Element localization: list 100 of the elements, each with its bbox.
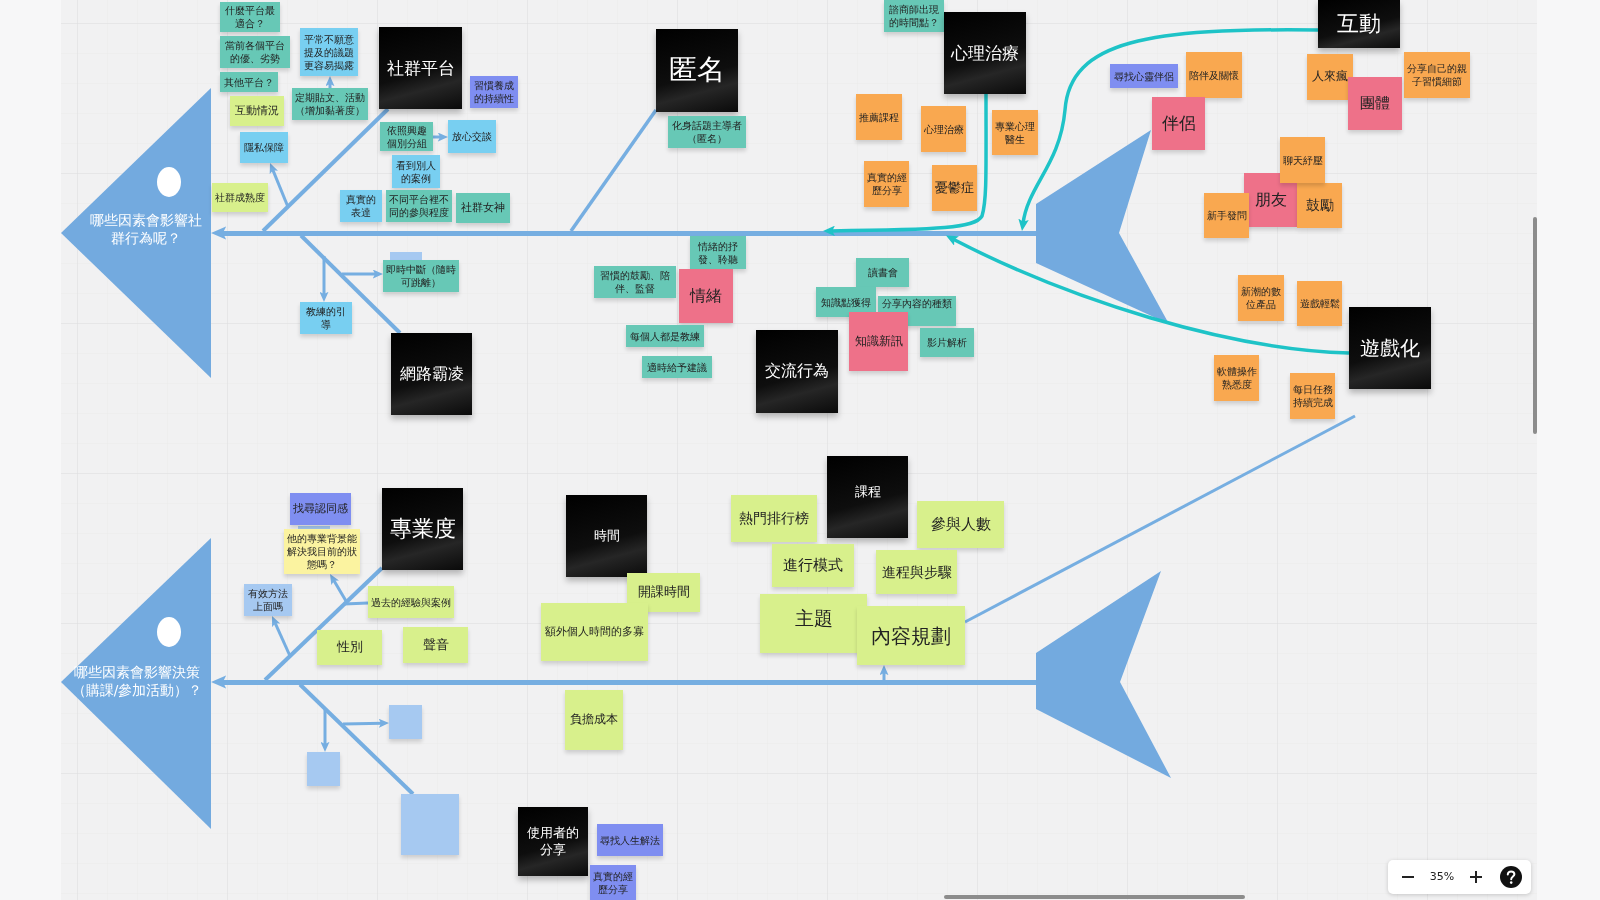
sticky-note: 時間 — [566, 495, 647, 577]
sticky-note: 不同平台裡不同的參與程度 — [386, 190, 452, 222]
sticky-note: 聊天紓壓 — [1280, 137, 1325, 183]
sticky-note: 進程與步驟 — [876, 550, 957, 594]
sticky-note: 匿名 — [656, 29, 738, 112]
sticky-note: 習慣養成的持續性 — [470, 76, 518, 108]
sticky-note: 互動情況 — [230, 96, 284, 126]
sticky-note: 交流行為 — [756, 330, 838, 413]
fish-head: 哪些因素會影響決策（購課/參加活動）？ — [61, 538, 211, 829]
sticky-note: 負擔成本 — [565, 690, 623, 750]
sticky-note: 讀書會 — [856, 258, 909, 287]
sticky-note: 平常不願意提及的議題更容易揭露 — [300, 28, 358, 76]
curved-arrow — [1018, 28, 1318, 231]
branch-line — [261, 107, 390, 233]
sticky-note: 每日任務持續完成 — [1290, 373, 1335, 419]
sticky-note: 遊戲輕鬆 — [1297, 281, 1342, 326]
sticky-note: 性別 — [317, 630, 382, 665]
sticky-note: 使用者的分享 — [518, 807, 588, 876]
arrow — [433, 132, 448, 142]
sticky-note: 網路霸凌 — [391, 333, 472, 415]
sticky-note: 開課時間 — [627, 573, 700, 612]
sticky-note: 有效方法上面嗎 — [244, 584, 292, 616]
sticky-note: 額外個人時間的多寡 — [541, 603, 648, 661]
sticky-note: 進行模式 — [772, 544, 854, 587]
arrow — [342, 718, 389, 728]
arrow — [269, 163, 290, 208]
arrow — [319, 256, 329, 302]
arrow — [342, 269, 383, 279]
sticky-note: 化身話題主導者（匿名） — [668, 116, 746, 148]
sticky-note: 過去的經驗與案例 — [368, 586, 454, 618]
sticky-note: 分享自己的親子習慣細節 — [1404, 52, 1470, 98]
sticky-note: 社群女神 — [456, 193, 510, 223]
branch-line — [298, 683, 415, 796]
sticky-note: 教練的引導 — [300, 302, 352, 334]
sticky-note: 看到別人的案例 — [392, 155, 440, 188]
sticky-note: 習慣的鼓勵、陪伴、監督 — [594, 266, 676, 298]
sticky-note: 新潮的數位產品 — [1238, 275, 1284, 321]
sticky-note: 專業度 — [382, 488, 463, 570]
sticky-note: 主題 — [760, 594, 867, 653]
sticky-note — [401, 794, 459, 855]
arrow — [879, 665, 889, 680]
branch-line — [263, 566, 384, 682]
sticky-note: 知識新訊 — [849, 312, 908, 371]
sticky-note: 人來瘋 — [1307, 54, 1353, 100]
sticky-note: 互動 — [1318, 0, 1400, 48]
branch-line — [964, 414, 1356, 624]
sticky-note: 憂鬱症 — [932, 165, 977, 211]
sticky-note: 放心交談 — [448, 120, 496, 153]
curved-arrow — [945, 235, 1350, 355]
branch-line — [569, 109, 658, 232]
arrow — [330, 574, 348, 602]
sticky-note: 新手發問 — [1204, 193, 1249, 238]
sticky-note: 即時中斷（隨時可跳離） — [383, 260, 459, 292]
sticky-note: 真實的經歷分享 — [590, 865, 636, 900]
sticky-note: 每個人都是教練 — [626, 325, 704, 347]
sticky-note: 什麼平台最適合？ — [220, 2, 280, 32]
sticky-note: 熱門排行榜 — [731, 495, 817, 542]
sticky-note: 團體 — [1348, 77, 1402, 130]
sticky-note: 內容規劃 — [857, 606, 965, 665]
sticky-note: 找尋認同感 — [290, 493, 351, 525]
sticky-note: 尋找心靈伴侶 — [1110, 64, 1178, 88]
sticky-note: 鼓勵 — [1297, 183, 1342, 228]
sticky-note — [307, 752, 340, 786]
sticky-note: 隱私保障 — [240, 132, 288, 163]
sticky-note: 適時給予建議 — [642, 356, 712, 378]
sticky-note: 心理治療 — [944, 12, 1026, 94]
arrow — [211, 675, 227, 689]
zoom-level: 35% — [1428, 870, 1456, 883]
sticky-note: 社群成熟度 — [212, 183, 268, 212]
sticky-note: 陪伴及關懷 — [1186, 52, 1242, 98]
fish-tail — [1036, 571, 1171, 778]
sticky-note: 參與人數 — [917, 501, 1004, 548]
arrow — [272, 616, 292, 657]
fish-head: 哪些因素會影響社群行為呢？ — [61, 88, 211, 378]
sticky-note: 課程 — [827, 456, 908, 538]
sticky-note: 聲音 — [403, 627, 468, 663]
arrow — [320, 710, 330, 752]
sticky-note: 影片解析 — [920, 328, 974, 357]
sticky-note: 當前各個平台的優、劣勢 — [220, 36, 290, 68]
sticky-note: 諮商師出現的時間點？ — [884, 0, 944, 32]
sticky-note: 情緒的抒發、聆聽 — [690, 236, 746, 269]
sticky-note: 專業心理醫生 — [992, 110, 1038, 155]
sticky-note: 遊戲化 — [1349, 307, 1431, 389]
sticky-note: 軟體操作熟悉度 — [1214, 355, 1259, 401]
sticky-note: 他的專業背景能解決我目前的狀態嗎？ — [284, 529, 360, 574]
sticky-note: 心理治療 — [921, 106, 966, 152]
sticky-note: 推薦課程 — [856, 94, 902, 140]
sticky-note: 依照興趣個別分組 — [380, 122, 433, 151]
arrow — [211, 226, 227, 240]
sticky-note: 尋找人生解法 — [597, 824, 663, 856]
sticky-note: 知識點獲得 — [816, 287, 876, 317]
sticky-note: 真實的經歷分享 — [864, 161, 909, 207]
branch-line — [343, 601, 369, 606]
curved-arrow — [823, 94, 988, 237]
sticky-note: 真實的表達 — [340, 190, 382, 222]
branch-line — [299, 234, 402, 335]
sticky-note: 社群平台 — [379, 27, 462, 109]
sticky-note: 情緒 — [679, 269, 733, 323]
sticky-note: 定期貼文、活動（增加黏著度） — [292, 88, 368, 120]
sticky-note — [389, 705, 422, 739]
